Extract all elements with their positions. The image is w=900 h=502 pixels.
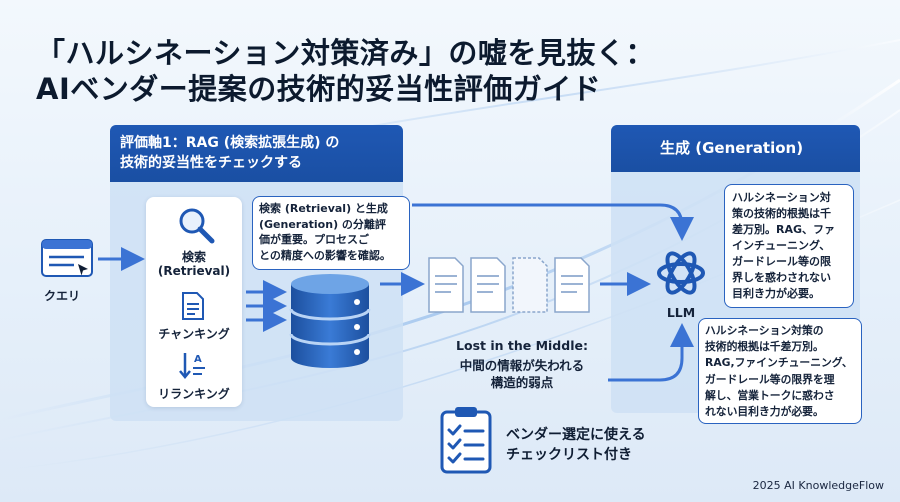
page-title-line1: 「ハルシネーション対策済み」の嘘を見抜く： bbox=[36, 36, 655, 70]
browser-window-icon bbox=[41, 239, 93, 277]
page-title-line2: AIベンダー提案の技術的妥当性評価ガイド bbox=[36, 72, 602, 106]
retrieval-callout-line: (Generation) の分離評 bbox=[259, 217, 386, 231]
generation-callout-top-line: インチューニング、 bbox=[732, 239, 831, 252]
right-panel-heading: 生成 (Generation) bbox=[660, 139, 804, 157]
query-label: クエリ bbox=[44, 289, 81, 303]
search-label-line2: (Retrieval) bbox=[157, 264, 231, 278]
generation-callout-bottom-line: れない目利き力が必要。 bbox=[705, 405, 824, 419]
reranking-label: リランキング bbox=[158, 387, 230, 401]
generation-callout-top-line: 差万別。RAG、ファ bbox=[732, 223, 836, 236]
generation-callout-top-line: ガードレール等の限 bbox=[732, 255, 831, 268]
database-icon bbox=[289, 274, 371, 368]
svg-text:A: A bbox=[194, 354, 202, 365]
retrieval-callout-line: 価が重要。プロセスご bbox=[259, 233, 369, 246]
checklist-line2: チェックリスト付き bbox=[506, 447, 632, 463]
footer-credit: 2025 AI KnowledgeFlow bbox=[752, 479, 884, 492]
generation-callout-bottom-line: 技術的根拠は千差万別。 bbox=[705, 340, 824, 354]
left-panel-heading-line2: 技術的妥当性をチェックする bbox=[120, 155, 302, 171]
checklist-line1: ベンダー選定に使える bbox=[506, 427, 646, 443]
right-panel-header bbox=[611, 125, 860, 172]
left-panel-header bbox=[110, 125, 403, 182]
retrieval-callout: 検索 (Retrieval) と生成 (Generation) の分離評 価が重… bbox=[252, 196, 410, 270]
generation-callout-top-line: 界しを惑わされない bbox=[732, 271, 831, 284]
retrieval-callout-line: 検索 (Retrieval) と生成 bbox=[259, 202, 388, 215]
llm-label: LLM bbox=[666, 305, 696, 320]
openai-knot-icon bbox=[657, 251, 705, 295]
generation-callout-bottom-line: 解し、営業トークに惑わさ bbox=[705, 388, 835, 402]
generation-callout-top-line: 目利き力が必要。 bbox=[732, 287, 820, 300]
retrieval-callout-line: との精度への影響を確認。 bbox=[259, 248, 391, 262]
lost-in-middle-line2: 中間の情報が失われる bbox=[459, 358, 585, 373]
left-panel-heading-line1: 評価軸1：RAG (検索拡張生成) の bbox=[120, 135, 340, 151]
generation-callout-bottom-line: RAG,ファインチューニング、 bbox=[705, 356, 853, 370]
lost-in-middle-line1: Lost in the Middle: bbox=[456, 338, 588, 353]
clipboard-checklist-icon bbox=[440, 407, 492, 474]
generation-callout-bottom: ハルシネーション対策の 技術的根拠は千差万別。 RAG,ファインチューニング、 … bbox=[698, 318, 862, 424]
document-chunk-icon bbox=[182, 292, 204, 320]
lost-in-middle-line3: 構造的弱点 bbox=[490, 375, 554, 390]
generation-callout-top-line: ハルシネーション対 bbox=[732, 191, 831, 204]
generation-callout-top-line: 策の技術的根拠は千 bbox=[732, 207, 831, 220]
magnifier-icon bbox=[179, 208, 215, 244]
sort-order-icon: A bbox=[179, 353, 205, 379]
search-label-line1: 検索 bbox=[181, 250, 206, 264]
chunking-label: チャンキング bbox=[158, 327, 230, 341]
generation-callout-bottom-line: ハルシネーション対策の bbox=[705, 324, 824, 337]
generation-callout-bottom-line: ガードレール等の限界を理 bbox=[705, 372, 835, 386]
documents-icon bbox=[428, 257, 590, 313]
generation-callout-top: ハルシネーション対 策の技術的根拠は千 差万別。RAG、ファ インチューニング、… bbox=[724, 184, 854, 308]
